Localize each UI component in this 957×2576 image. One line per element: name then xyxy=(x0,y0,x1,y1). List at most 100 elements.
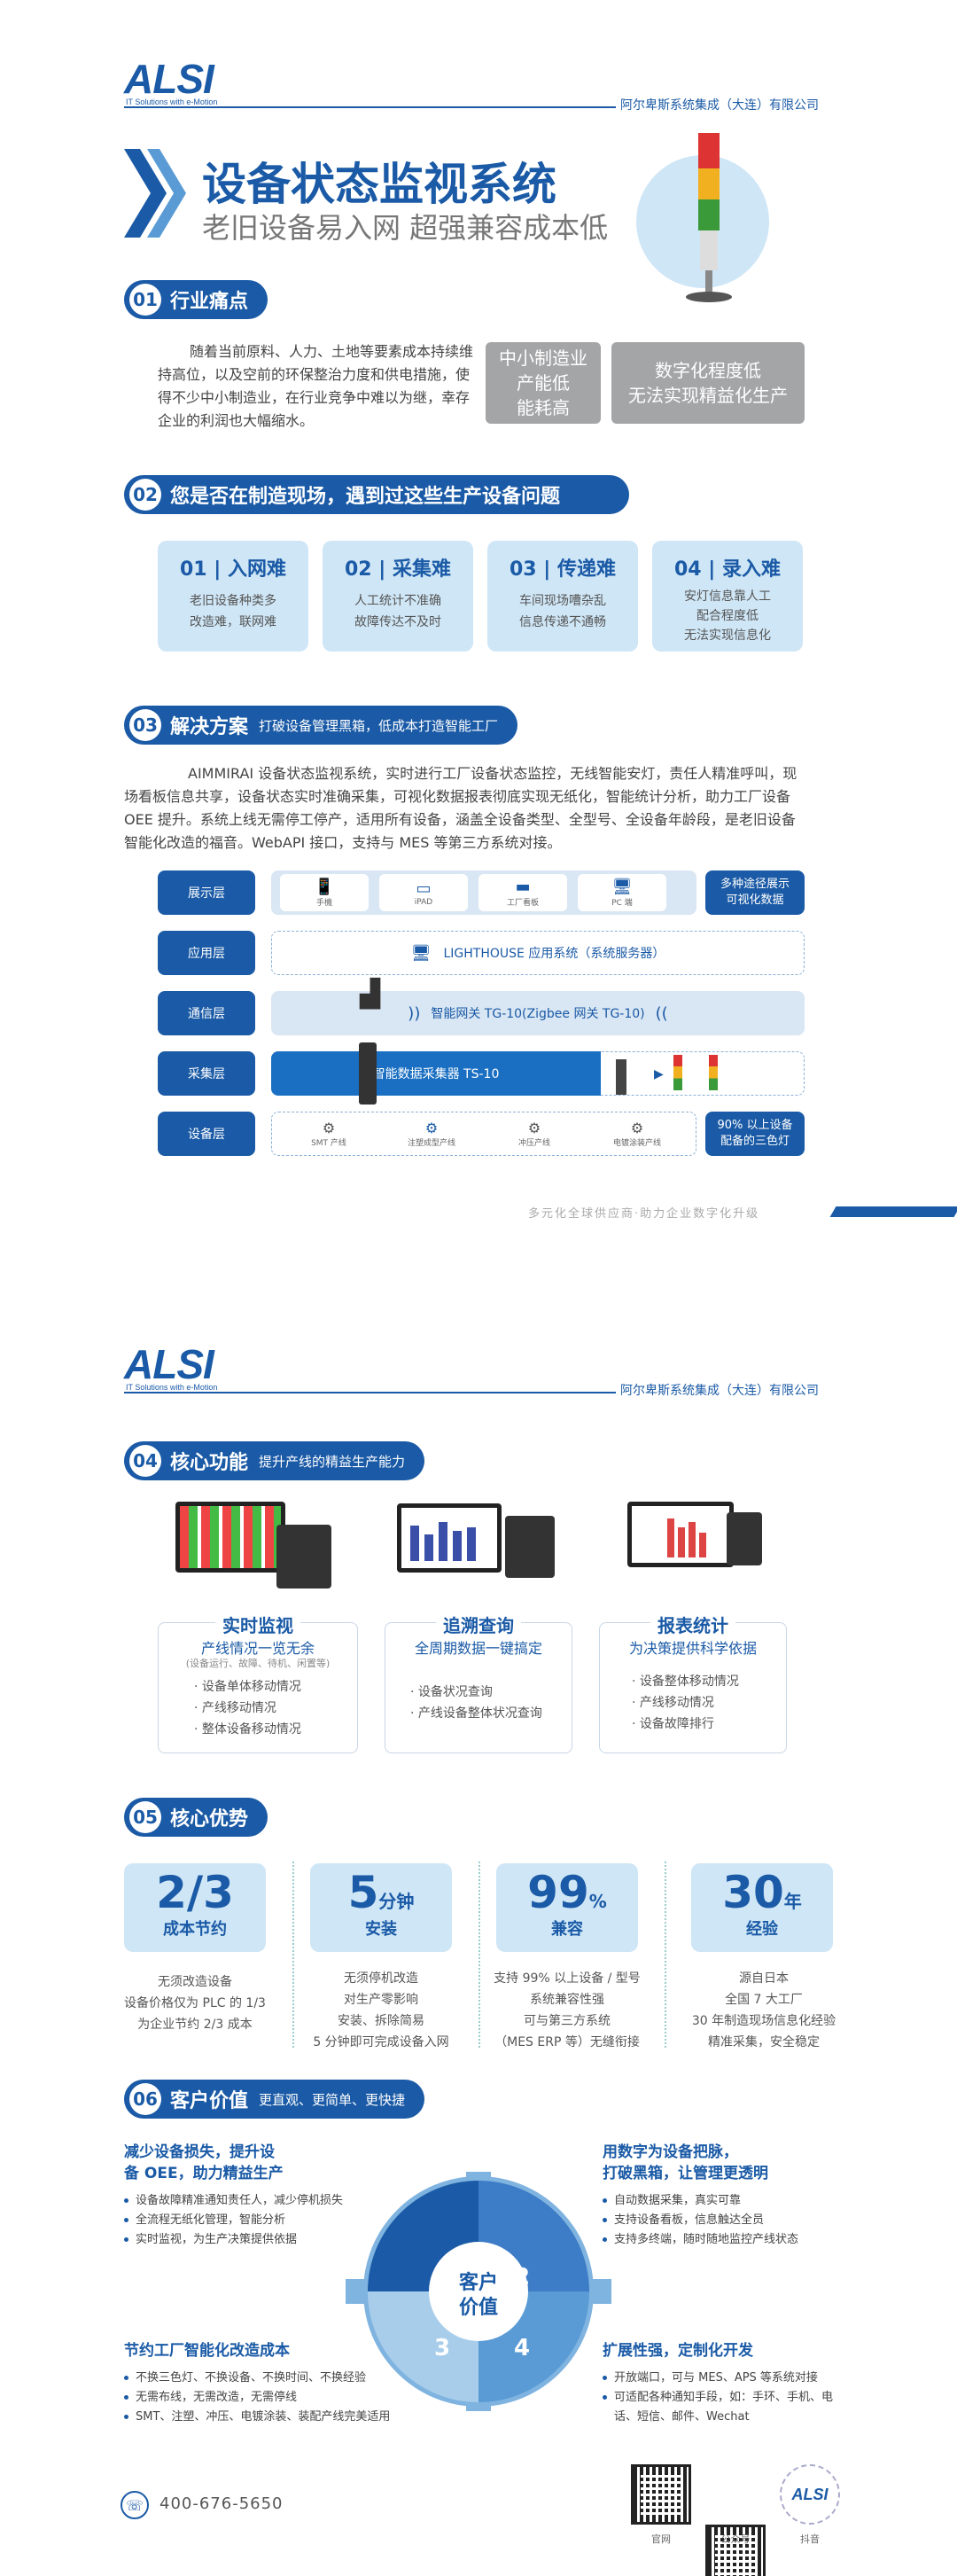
feature-item: · 设备故障排行 xyxy=(632,1717,714,1731)
section-title: 客户价值 xyxy=(170,2090,249,2112)
quadrant-item: 不换三色灯、不换设备、不换时间、不换经验 xyxy=(124,2369,408,2388)
device-label: iPAD xyxy=(414,897,433,907)
feature-title: 实时监视 xyxy=(158,1612,358,1637)
device-label: 注塑成型产线 xyxy=(407,1139,455,1148)
divider xyxy=(292,1862,294,2048)
pain-box-line: 产能低 xyxy=(517,372,570,394)
problem-card-line: 无法实现信息化 xyxy=(684,628,771,643)
qr-code-wechat[interactable] xyxy=(705,2525,766,2576)
section-number: 04 xyxy=(129,1445,161,1477)
pc-icon: 🖥 xyxy=(611,878,633,896)
dashboard-screen xyxy=(180,1506,281,1568)
section-03-header: 03 解决方案 打破设备管理黑箱，低成本打造智能工厂 xyxy=(124,706,518,745)
problem-card-line: 车间现场嘈杂乱 xyxy=(519,594,606,608)
machine-icon: ⚙ xyxy=(630,1120,644,1136)
server-icon: 🖥 xyxy=(410,943,432,963)
feature-note: (设备运行、故障、待机、闲置等) xyxy=(185,1658,331,1669)
problem-card-line: 改造难，联网难 xyxy=(190,615,276,629)
quadrant-item: 实时监视，为生产决策提供依据 xyxy=(124,2230,363,2250)
qr-code-douyin[interactable]: ALSI xyxy=(780,2464,840,2525)
device-note: 90% 以上设备配备的三色灯 xyxy=(705,1112,805,1156)
quadrant-item: 开放端口，可与 MES、APS 等系统对接 xyxy=(603,2369,842,2388)
tablet-realtime xyxy=(276,1525,331,1589)
quadrant-heading: 扩展性强，定制化开发 xyxy=(603,2342,753,2360)
display-note: 多种途径展示可视化数据 xyxy=(705,870,805,915)
company-name: 阿尔卑斯系统集成（大连）有限公司 xyxy=(620,1384,819,1398)
quadrant-item: SMT、注塑、冲压、电镀涂装、装配产线完美适用 xyxy=(124,2408,408,2427)
advantage-compat: 99% 兼容 xyxy=(496,1863,638,1952)
communication-layer-bar: ▟ ))智能网关 TG-10(Zigbee 网关 TG-10)(( xyxy=(271,979,805,1035)
phone-icon: ☏ xyxy=(121,2491,149,2519)
hero-subtitle: 老旧设备易入网 超强兼容成本低 xyxy=(202,211,609,245)
device-line: ⚙电镀涂装产线 xyxy=(589,1114,685,1153)
laptop-trace xyxy=(397,1503,502,1573)
display-layer-bar: 📱手機 ▭iPAD ▬工厂看板 🖥PC 端 xyxy=(271,870,696,915)
device-pc: 🖥 PC 端 xyxy=(578,874,666,911)
monitor-icon: ▬ xyxy=(515,878,531,896)
device-ipad: ▭iPAD xyxy=(379,874,468,911)
divider xyxy=(478,1862,480,2048)
qr-label: 公众号 xyxy=(720,2533,751,2545)
problem-card-line: 人工统计不准确 xyxy=(354,594,441,608)
collector-device-icon xyxy=(359,1042,377,1105)
layer-bar-text: 智能网关 TG-10(Zigbee 网关 TG-10) xyxy=(431,1007,645,1021)
feature-card-report: · 设备整体移动情况 · 产线移动情况 · 设备故障排行 xyxy=(599,1622,787,1753)
section-number: 02 xyxy=(129,479,161,511)
quadrant-heading: 用数字为设备把脉，打破黑箱，让管理更透明 xyxy=(603,2143,768,2182)
section-title: 解决方案 xyxy=(170,716,249,738)
quadrant-item: 全流程无纸化管理，智能分析 xyxy=(124,2211,363,2230)
advantage-label: 成本节约 xyxy=(163,1920,227,1939)
phone-number[interactable]: 400-676-5650 xyxy=(160,2494,284,2513)
feature-title: 报表统计 xyxy=(599,1612,787,1637)
advantage-value: 30 xyxy=(722,1867,784,1918)
signal-tower-icon xyxy=(686,133,732,302)
advantage-experience: 30年 经验 xyxy=(691,1863,833,1952)
section-01-header: 01 行业痛点 xyxy=(124,280,268,319)
chevron-decor-icon xyxy=(124,149,186,238)
wifi-icon: (( xyxy=(655,1003,668,1023)
feature-title: 追溯查询 xyxy=(385,1612,572,1637)
logo-tagline: IT Solutions with e-Motion xyxy=(126,1383,218,1392)
pain-box-line: 无法实现精益化生产 xyxy=(628,385,788,406)
advantage-install: 5分钟 安装 xyxy=(310,1863,452,1952)
device-label: PC 端 xyxy=(611,899,633,908)
feature-item: · 产线移动情况 xyxy=(194,1701,276,1715)
svg-text:2: 2 xyxy=(514,2264,530,2291)
advantage-label: 经验 xyxy=(746,1920,778,1939)
qr-label: 抖音 xyxy=(800,2533,820,2545)
problem-card-line: 故障传达不及时 xyxy=(354,615,441,629)
layer-label: 应用层 xyxy=(158,931,255,975)
feature-subtitle: 产线情况一览无余 xyxy=(200,1640,315,1657)
device-line: ⚙SMT 产线 xyxy=(281,1114,377,1153)
device-board: ▬工厂看板 xyxy=(478,874,567,911)
section-subtitle: 更直观、更简单、更快捷 xyxy=(259,2091,406,2108)
gear-center-text: 客户价值 xyxy=(458,2272,498,2319)
advantage-cost: 2/3 成本节约 xyxy=(124,1863,266,1952)
machine-icon: ⚙ xyxy=(322,1120,336,1136)
qr-code-website[interactable] xyxy=(631,2464,691,2525)
advantage-label: 安装 xyxy=(365,1920,397,1939)
problem-card-line: 配合程度低 xyxy=(696,609,759,623)
collector-bar: 智能数据采集器 TS-10 xyxy=(271,1051,601,1096)
quadrant-item: 支持设备看板，信息触达全员 xyxy=(603,2211,842,2230)
problem-card-title: 02 | 采集难 xyxy=(345,558,451,581)
advantage-value: 99 xyxy=(527,1867,589,1918)
layer-label: 采集层 xyxy=(158,1051,255,1096)
logo-tagline: IT Solutions with e-Motion xyxy=(126,98,218,106)
value-quadrant-1: 减少设备损失，提升设备 OEE，助力精益生产 设备故障精准通知责任人，减少停机损… xyxy=(124,2142,363,2250)
problem-card-title: 01 | 入网难 xyxy=(180,558,286,581)
device-label: 冲压产线 xyxy=(517,1139,550,1148)
advantage-desc: 支持 99% 以上设备 / 型号系统兼容性强可与第三方系统（MES ERP 等）… xyxy=(494,1971,641,2049)
feature-item: · 设备整体移动情况 xyxy=(632,1674,739,1689)
tablet-icon: ▭ xyxy=(416,878,432,898)
section-subtitle: 提升产线的精益生产能力 xyxy=(259,1453,406,1470)
quadrant-item: 支持多终端，随时随地监控产线状态 xyxy=(603,2230,842,2250)
device-line: ⚙冲压产线 xyxy=(486,1114,582,1153)
section-06-header: 06 客户价值 更直观、更简单、更快捷 xyxy=(124,2080,425,2119)
section-04-header: 04 核心功能 提升产线的精益生产能力 xyxy=(124,1441,425,1480)
pain-text: 随着当前原料、人力、土地等要素成本持续维持高位，以及空前的环保整治力度和供电措施… xyxy=(158,343,474,429)
note-line: 90% 以上设备 xyxy=(717,1119,793,1132)
value-quadrant-2: 用数字为设备把脉，打破黑箱，让管理更透明 自动数据采集，真实可靠 支持设备看板，… xyxy=(603,2142,842,2250)
